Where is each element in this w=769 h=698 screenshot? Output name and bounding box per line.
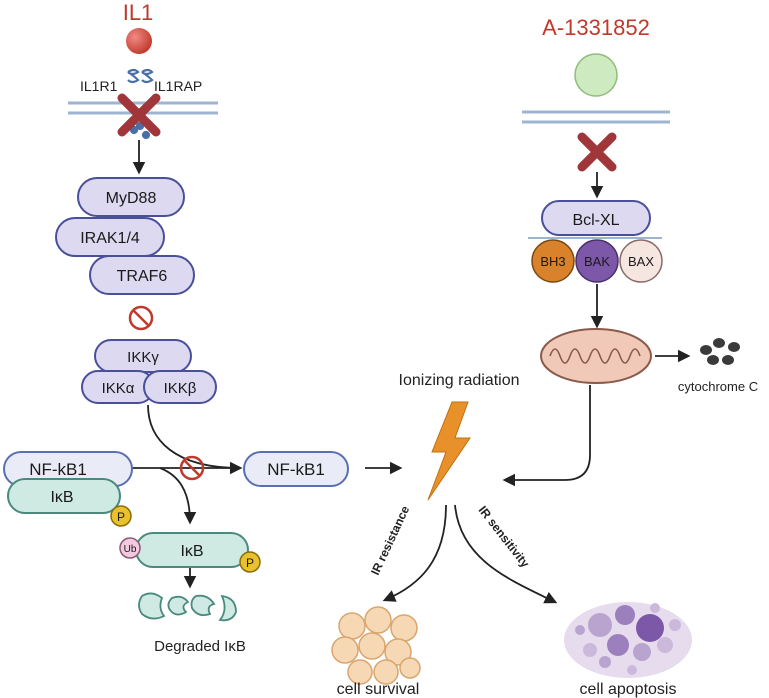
- node-irak: IRAK1/4: [55, 217, 165, 257]
- node-ikb-ubiquitinated: IκB Ub P: [119, 532, 261, 573]
- node-nfkb-ikb-complex: NF-kB1 IκB P: [3, 451, 133, 527]
- svg-text:NF-kB1: NF-kB1: [267, 460, 325, 479]
- svg-text:IRAK1/4: IRAK1/4: [80, 230, 140, 247]
- node-myd88: MyD88: [77, 177, 185, 217]
- ligand-drug-label: A-1331852: [542, 15, 650, 40]
- svg-text:NF-kB1: NF-kB1: [29, 460, 87, 479]
- node-bclxl: Bcl-XL: [528, 200, 662, 239]
- arrow-mito-to-radiation: [502, 385, 591, 487]
- il1-ligand: [126, 28, 152, 54]
- node-ikk-gamma: IKKγ: [94, 339, 192, 373]
- svg-text:Ub: Ub: [124, 544, 137, 555]
- svg-text:IKKα: IKKα: [102, 380, 135, 397]
- inhibition-x-icon-left: [117, 93, 161, 137]
- cell-apoptosis-cluster-icon: [564, 602, 692, 678]
- il1-receptor-icon: [127, 68, 154, 140]
- arrow-to-survival: [382, 504, 447, 602]
- svg-text:P: P: [117, 510, 125, 524]
- node-bax: BAX: [619, 239, 663, 283]
- ionizing-radiation-label: Ionizing radiation: [399, 372, 520, 389]
- cell-survival-label: cell survival: [337, 681, 420, 698]
- node-bh3: BH3: [531, 239, 575, 283]
- degraded-ikb-fragments-icon: [138, 592, 237, 622]
- ligand-il1-label: IL1: [123, 0, 154, 25]
- receptor-il1rap-label: IL1RAP: [154, 78, 202, 94]
- svg-text:IκB: IκB: [50, 489, 73, 506]
- inhibition-x-icon-right: [577, 132, 617, 172]
- node-ikk-beta: IKKβ: [143, 370, 217, 404]
- svg-text:Bcl-XL: Bcl-XL: [572, 212, 619, 229]
- node-traf6: TRAF6: [89, 255, 195, 295]
- svg-text:BAK: BAK: [584, 254, 610, 269]
- membrane-right: [522, 110, 670, 124]
- arrow-ikk-to-nfkb: [147, 404, 243, 475]
- svg-text:MyD88: MyD88: [106, 190, 157, 207]
- node-bak: BAK: [575, 239, 619, 283]
- cytochrome-c-icon: [700, 338, 740, 365]
- arrow-to-apoptosis: [454, 504, 558, 604]
- lightning-bolt-icon: [427, 401, 471, 501]
- svg-text:IκB: IκB: [180, 543, 203, 560]
- arrow-to-ikb-ub: [159, 467, 197, 525]
- degraded-ikb-label: Degraded IκB: [154, 638, 246, 655]
- prohibited-icon-lower: [179, 455, 205, 481]
- ir-resistance-label: IR resistance: [368, 503, 412, 577]
- svg-text:TRAF6: TRAF6: [117, 268, 168, 285]
- drug-ligand: [574, 53, 618, 97]
- cytochrome-c-label: cytochrome C: [678, 379, 758, 394]
- node-nfkb-free: NF-kB1: [243, 451, 349, 487]
- cell-apoptosis-label: cell apoptosis: [580, 681, 677, 698]
- svg-text:BAX: BAX: [628, 254, 654, 269]
- svg-text:IKKγ: IKKγ: [127, 349, 159, 366]
- svg-text:P: P: [246, 556, 254, 570]
- node-ikk-alpha: IKKα: [81, 370, 155, 404]
- svg-text:BH3: BH3: [540, 254, 565, 269]
- cell-survival-cluster-icon: [331, 606, 421, 685]
- prohibited-icon-upper: [128, 305, 154, 331]
- svg-text:IKKβ: IKKβ: [164, 380, 197, 397]
- mitochondrion-icon: [540, 328, 652, 384]
- receptor-il1r1-label: IL1R1: [80, 78, 118, 94]
